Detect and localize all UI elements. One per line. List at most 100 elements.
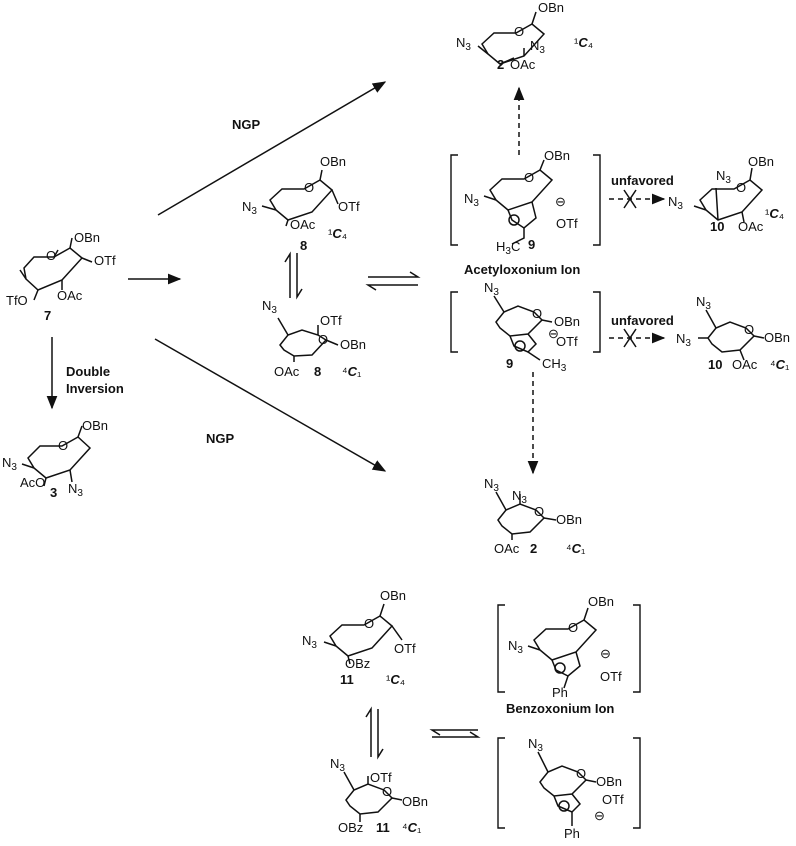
svg-text:O: O bbox=[46, 248, 56, 263]
equilibrium-arrows-8 bbox=[284, 251, 303, 300]
svg-text:CH3: CH3 bbox=[542, 356, 567, 374]
svg-text:N3: N3 bbox=[530, 38, 545, 56]
acetyloxonium-caption: Acetyloxonium Ion bbox=[464, 262, 580, 277]
svg-text:¹C₄: ¹C₄ bbox=[574, 35, 593, 50]
svg-text:OAc: OAc bbox=[494, 541, 520, 556]
svg-text:OBn: OBn bbox=[764, 330, 790, 345]
svg-text:⊖: ⊖ bbox=[600, 646, 611, 661]
compound-7: OBn OTf OAc TfO 7 O bbox=[6, 230, 116, 323]
bracket-left-acetyloxonium-top bbox=[450, 154, 458, 246]
compound-8-4C1: N3 OTf OBn OAc 8 ⁴C₁ O bbox=[262, 298, 366, 379]
svg-text:8: 8 bbox=[300, 238, 307, 253]
bracket-left-benzoxonium-top bbox=[497, 604, 505, 693]
svg-text:3: 3 bbox=[50, 485, 57, 500]
svg-text:O: O bbox=[576, 766, 586, 781]
svg-text:TfO: TfO bbox=[6, 293, 28, 308]
svg-text:⁴C₁: ⁴C₁ bbox=[566, 541, 586, 556]
unfavored-label-bottom: unfavored bbox=[611, 313, 674, 328]
svg-text:¹C₄: ¹C₄ bbox=[328, 226, 347, 241]
svg-text:OBn: OBn bbox=[402, 794, 428, 809]
compound-10-1C4: OBn N3 N3 OAc 10 ¹C₄ O bbox=[668, 154, 784, 234]
svg-text:OTf: OTf bbox=[338, 199, 360, 214]
svg-text:2: 2 bbox=[530, 541, 537, 556]
svg-text:N3: N3 bbox=[484, 476, 499, 494]
svg-text:⁴C₁: ⁴C₁ bbox=[342, 364, 362, 379]
svg-text:OAc: OAc bbox=[290, 217, 316, 232]
bracket-left-benzoxonium-bottom bbox=[497, 737, 505, 829]
svg-text:OTf: OTf bbox=[556, 334, 578, 349]
svg-text:10: 10 bbox=[710, 219, 724, 234]
svg-text:O: O bbox=[382, 784, 392, 799]
svg-text:O: O bbox=[524, 170, 534, 185]
unfavored-arrow-bottom bbox=[609, 328, 666, 348]
ngp-top-label: NGP bbox=[232, 117, 261, 132]
bracket-right-benzoxonium-top bbox=[633, 604, 641, 693]
svg-text:N3: N3 bbox=[68, 481, 83, 499]
double-inversion-label-line2: Inversion bbox=[66, 381, 124, 396]
svg-text:⊖: ⊖ bbox=[555, 194, 566, 209]
svg-text:OBn: OBn bbox=[596, 774, 622, 789]
bracket-left-acetyloxonium-bottom bbox=[450, 291, 458, 353]
ngp-bottom-label: NGP bbox=[206, 431, 235, 446]
acetyloxonium-9-top: OBn N3 ⊖ OTf H3C 9 O bbox=[464, 148, 578, 257]
svg-text:Ph: Ph bbox=[552, 685, 568, 700]
svg-text:O: O bbox=[318, 332, 328, 347]
svg-text:N3: N3 bbox=[2, 455, 17, 473]
svg-text:O: O bbox=[736, 180, 746, 195]
svg-text:OBn: OBn bbox=[588, 594, 614, 609]
svg-text:OBz: OBz bbox=[345, 656, 370, 671]
svg-text:AcO: AcO bbox=[20, 475, 45, 490]
svg-text:OBn: OBn bbox=[340, 337, 366, 352]
unfavored-label-top: unfavored bbox=[611, 173, 674, 188]
svg-text:OBn: OBn bbox=[554, 314, 580, 329]
svg-text:OBn: OBn bbox=[544, 148, 570, 163]
svg-text:11: 11 bbox=[376, 820, 390, 835]
svg-text:¹C₄: ¹C₄ bbox=[765, 206, 784, 221]
svg-text:Ph: Ph bbox=[564, 826, 580, 841]
svg-text:7: 7 bbox=[44, 308, 51, 323]
svg-text:O: O bbox=[58, 438, 68, 453]
svg-text:⊖: ⊖ bbox=[594, 808, 605, 823]
svg-text:OBn: OBn bbox=[74, 230, 100, 245]
svg-text:N3: N3 bbox=[330, 756, 345, 774]
double-inversion-label-line1: Double bbox=[66, 364, 110, 379]
svg-text:10: 10 bbox=[708, 357, 722, 372]
svg-text:OTf: OTf bbox=[556, 216, 578, 231]
compound-2-1C4: OBn N3 N3 OAc 2 ¹C₄ O bbox=[456, 0, 593, 72]
svg-text:OBn: OBn bbox=[82, 418, 108, 433]
svg-text:O: O bbox=[364, 616, 374, 631]
svg-text:OBn: OBn bbox=[538, 0, 564, 15]
bracket-right-benzoxonium-bottom bbox=[633, 737, 641, 829]
ngp-bottom-arrow bbox=[154, 338, 387, 472]
svg-text:O: O bbox=[744, 322, 754, 337]
svg-text:N3: N3 bbox=[242, 199, 257, 217]
equilibrium-arrows-8-9 bbox=[365, 271, 421, 291]
svg-text:OTf: OTf bbox=[602, 792, 624, 807]
svg-text:N3: N3 bbox=[484, 280, 499, 298]
svg-text:O: O bbox=[568, 620, 578, 635]
svg-text:OTf: OTf bbox=[394, 641, 416, 656]
svg-text:OAc: OAc bbox=[57, 288, 83, 303]
svg-text:OBn: OBn bbox=[380, 588, 406, 603]
svg-text:O: O bbox=[304, 180, 314, 195]
svg-text:OBz: OBz bbox=[338, 820, 363, 835]
svg-text:N3: N3 bbox=[716, 168, 731, 186]
svg-text:OTf: OTf bbox=[320, 313, 342, 328]
svg-text:O: O bbox=[534, 504, 544, 519]
svg-text:OAc: OAc bbox=[738, 219, 764, 234]
unfavored-arrow-top bbox=[609, 189, 666, 209]
svg-text:OTf: OTf bbox=[94, 253, 116, 268]
svg-text:O: O bbox=[514, 24, 524, 39]
svg-text:N3: N3 bbox=[676, 331, 691, 349]
acetyloxonium-9-bottom: N3 OBn ⊖ OTf CH3 9 O bbox=[484, 280, 580, 374]
svg-text:N3: N3 bbox=[302, 633, 317, 651]
svg-text:H3C: H3C bbox=[496, 239, 520, 257]
compound-3: OBn N3 AcO N3 3 O bbox=[2, 418, 108, 500]
svg-text:OAc: OAc bbox=[510, 57, 536, 72]
svg-text:N3: N3 bbox=[696, 294, 711, 312]
compound-11-1C4: OBn N3 OTf OBz 11 ¹C₄ O bbox=[302, 588, 416, 687]
svg-text:8: 8 bbox=[314, 364, 321, 379]
svg-text:N3: N3 bbox=[262, 298, 277, 316]
svg-text:OTf: OTf bbox=[370, 770, 392, 785]
svg-text:⊖: ⊖ bbox=[548, 326, 559, 341]
